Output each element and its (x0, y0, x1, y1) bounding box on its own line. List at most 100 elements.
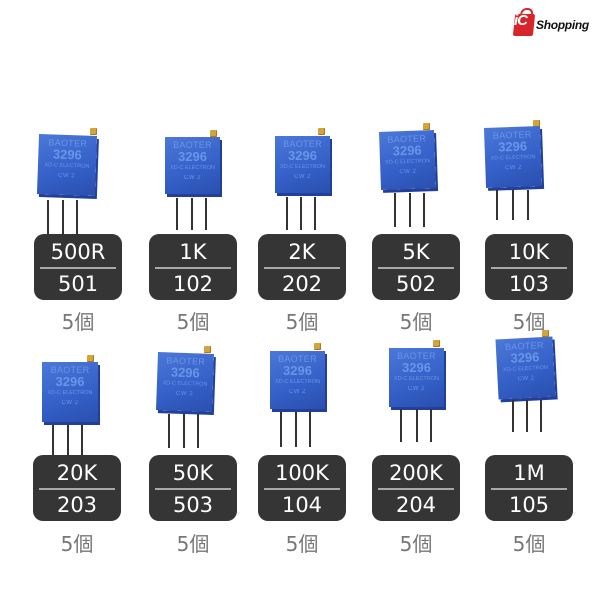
quantity: 5個 (60, 532, 94, 556)
resistance-label: 50K 503 (149, 455, 237, 521)
resistance-code: 104 (281, 493, 323, 517)
resistance-value: 500R (50, 240, 106, 264)
divider (40, 267, 116, 269)
pot-body: BAOTER 3296 XD-C ELECTRON CW 2 (165, 137, 220, 194)
logo-mark: iC (514, 12, 528, 29)
quantity: 5個 (399, 310, 433, 334)
pin (176, 198, 178, 230)
pin (416, 409, 418, 442)
adjust-screw-icon (87, 355, 94, 362)
pot-body: BAOTER 3296 XD-C ELECTRON CW 2 (36, 134, 98, 196)
adjust-screw-icon (314, 343, 321, 350)
adjust-screw-icon (318, 128, 325, 135)
divider (264, 267, 340, 269)
resistance-label: 2K 202 (258, 234, 346, 300)
quantity: 5個 (512, 532, 546, 556)
divider (491, 267, 567, 269)
resistance-value: 10K (508, 240, 550, 264)
pot-body: BAOTER 3296 XD-C ELECTRON CW 2 (156, 352, 214, 412)
divider (491, 488, 567, 490)
adjust-screw-icon (533, 120, 540, 127)
divider (378, 488, 454, 490)
quantity: 5個 (61, 310, 95, 334)
pot-body: BAOTER 3296 XD-C ELECTRON CW 2 (270, 351, 325, 409)
pin (314, 197, 316, 230)
adjust-screw-icon (423, 123, 430, 130)
pot-body: BAOTER 3296 XD-C ELECTRON CW 2 (379, 130, 436, 190)
pot-body: BAOTER 3296 XD-C ELECTRON CW 2 (495, 336, 556, 400)
divider (155, 267, 231, 269)
resistance-label: 500R 501 (34, 234, 122, 300)
resistance-value: 50K (172, 461, 214, 485)
resistance-label: 1M 105 (485, 455, 573, 521)
pin (496, 190, 498, 220)
resistance-code: 103 (508, 272, 550, 296)
adjust-screw-icon (90, 128, 97, 135)
quantity: 5個 (512, 310, 546, 334)
pin (527, 190, 529, 220)
resistance-code: 204 (395, 493, 437, 517)
pin (540, 400, 542, 432)
pin (512, 190, 514, 220)
pot-body: BAOTER 3296 XD-C ELECTRON CW 2 (42, 362, 98, 422)
pin (423, 193, 425, 227)
divider (378, 267, 454, 269)
pot-body: BAOTER 3296 XD-C ELECTRON CW 2 (389, 348, 444, 407)
resistance-code: 203 (56, 493, 98, 517)
pot-body: BAOTER 3296 XD-C ELECTRON CW 2 (275, 136, 330, 193)
pin (62, 200, 64, 236)
pin (430, 409, 432, 442)
pin (183, 414, 185, 448)
pin (512, 400, 514, 432)
divider (155, 488, 231, 490)
quantity: 5個 (285, 532, 319, 556)
resistance-value: 200K (389, 461, 443, 485)
pin (191, 198, 193, 230)
resistance-value: 100K (275, 461, 329, 485)
pin (205, 198, 207, 230)
divider (264, 488, 340, 490)
pin (526, 400, 528, 432)
pin (52, 425, 54, 455)
quantity: 5個 (285, 310, 319, 334)
resistance-label: 200K 204 (372, 455, 460, 521)
quantity: 5個 (399, 532, 433, 556)
pin (286, 197, 288, 230)
resistance-code: 102 (172, 272, 214, 296)
pot-body: BAOTER 3296 XD-C ELECTRON CW 2 (483, 126, 543, 188)
ic-shopping-logo: iC Shopping (512, 10, 594, 40)
pin (67, 425, 69, 455)
pin (309, 412, 311, 447)
pin (76, 200, 78, 236)
pin (300, 197, 302, 230)
pin (168, 414, 170, 448)
adjust-screw-icon (433, 340, 440, 347)
resistance-label: 5K 502 (372, 234, 460, 300)
pin (47, 200, 49, 236)
resistance-code: 503 (172, 493, 214, 517)
resistance-value: 2K (288, 240, 316, 264)
resistance-label: 20K 203 (33, 455, 121, 521)
pin (280, 412, 282, 447)
quantity: 5個 (176, 532, 210, 556)
resistance-code: 502 (395, 272, 437, 296)
resistance-label: 100K 104 (258, 455, 346, 521)
pin (197, 414, 199, 448)
adjust-screw-icon (204, 346, 211, 353)
resistance-code: 501 (57, 272, 99, 296)
pin (409, 193, 411, 227)
resistance-code: 202 (281, 272, 323, 296)
resistance-value: 1M (513, 461, 545, 485)
resistance-label: 10K 103 (485, 234, 573, 300)
adjust-screw-icon (542, 330, 549, 337)
pin (81, 425, 83, 455)
divider (39, 488, 115, 490)
pin (295, 412, 297, 447)
resistance-value: 1K (179, 240, 207, 264)
pin (394, 193, 396, 227)
adjust-screw-icon (210, 130, 217, 137)
logo-text: Shopping (536, 18, 589, 32)
quantity: 5個 (176, 310, 210, 334)
resistance-value: 5K (402, 240, 430, 264)
resistance-label: 1K 102 (149, 234, 237, 300)
